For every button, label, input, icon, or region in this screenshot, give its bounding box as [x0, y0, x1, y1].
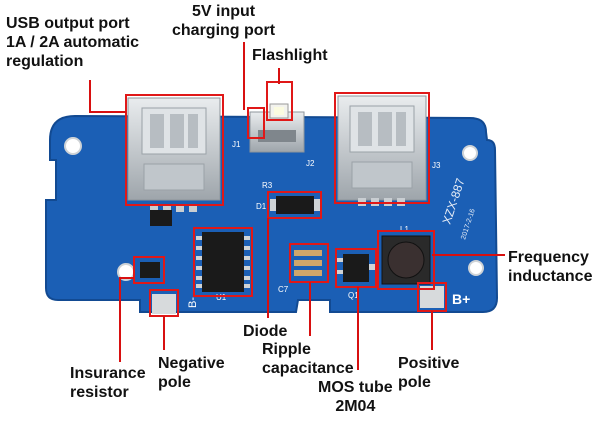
inductor-l1 [381, 235, 431, 285]
positive-pad [420, 286, 444, 308]
b-plus-silkscreen: B+ [452, 291, 470, 307]
mos-tube [337, 254, 375, 282]
usb-port-right [337, 95, 427, 201]
j1-silkscreen: J1 [232, 140, 241, 149]
diode-d1 [270, 196, 320, 214]
insurance-callout [119, 277, 134, 362]
usb-callout [89, 80, 126, 113]
d1-silkscreen: D1 [256, 202, 267, 211]
j3-silkscreen: J3 [432, 161, 441, 170]
negative-pole-label: Negative pole [158, 355, 225, 391]
ic-highlight [193, 227, 253, 297]
insurance-resistor-part [140, 262, 160, 278]
diode-label: Diode [243, 323, 288, 340]
ic-u1 [196, 232, 250, 292]
q1-silkscreen: Q1 [348, 291, 359, 300]
inductor-highlight [377, 230, 435, 290]
input-charging-port-label: 5V input charging port [172, 3, 276, 39]
l1-silkscreen: L1 [400, 225, 409, 234]
mounting-hole [468, 260, 484, 276]
ripple-capacitors [294, 250, 322, 276]
ripple-capacitance-label: Ripple capacitance [262, 341, 354, 377]
positive-pole-label: Positive pole [398, 355, 460, 391]
flashlight-label: Flashlight [252, 47, 328, 64]
r3-silkscreen: R3 [262, 181, 273, 190]
micro-usb-input [249, 111, 305, 153]
mos-tube-label: MOS tube 2M04 [318, 379, 393, 415]
negative-pad [152, 294, 176, 314]
usb-left-highlight [125, 94, 224, 206]
mos-highlight [335, 248, 377, 288]
usb-right-highlight [334, 92, 430, 204]
mounting-hole [462, 145, 478, 161]
callout-lines [89, 42, 505, 370]
small-ic [150, 210, 172, 226]
diode-highlight [267, 191, 322, 219]
frequency-inductance-label: Frequency inductance [508, 249, 593, 285]
usb-port-left [127, 97, 221, 201]
mounting-hole [64, 137, 82, 155]
usb-output-port-label: USB output port 1A / 2A automatic regula… [6, 15, 140, 70]
b-minus-silkscreen: B- [187, 297, 199, 308]
flashlight-led [269, 103, 289, 119]
u1-silkscreen: U1 [216, 293, 227, 302]
j2-silkscreen: J2 [306, 159, 315, 168]
c7-silkscreen: C7 [278, 285, 289, 294]
insurance-highlight [133, 256, 165, 284]
input-port-highlight [247, 107, 265, 139]
insurance-resistor-label: Insurance resistor [70, 365, 146, 401]
